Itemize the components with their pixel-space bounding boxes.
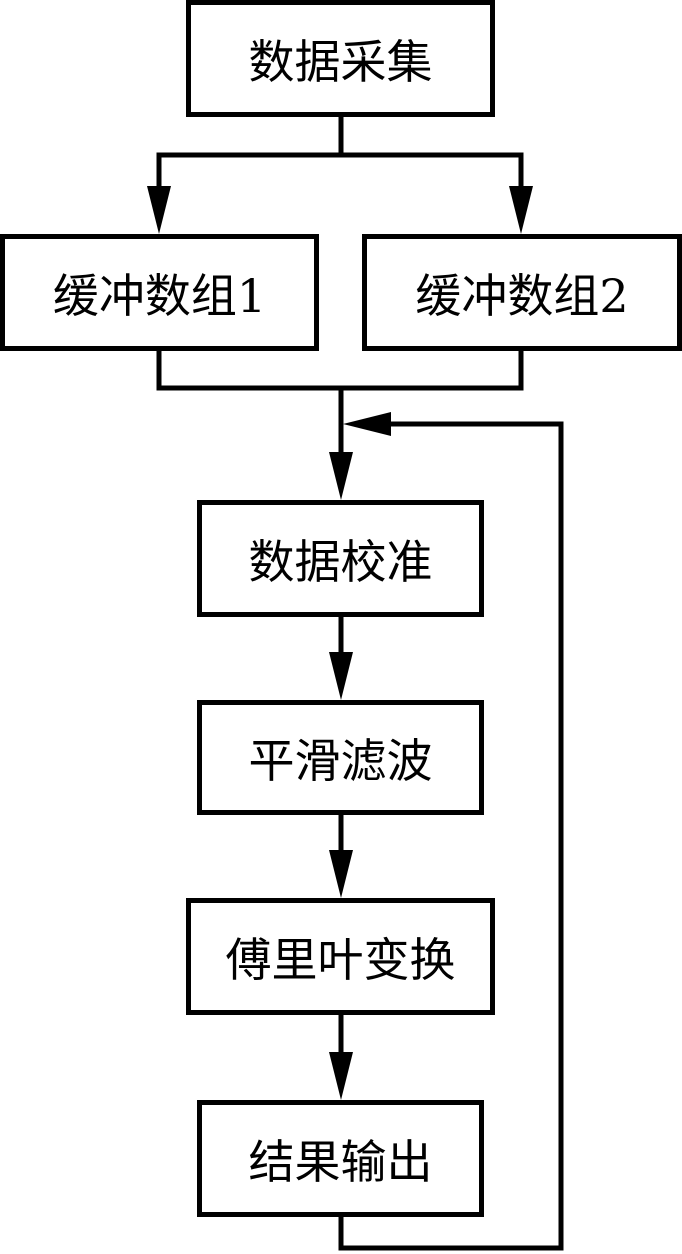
arrowhead-feedback: [343, 412, 391, 436]
edge-feedback-loop: [338, 421, 564, 1251]
arrowhead-fourier: [329, 850, 353, 898]
node-result-output: 结果输出: [197, 1100, 484, 1217]
arrowhead-calibrate: [329, 452, 353, 500]
node-buffer-array-2: 缓冲数组2: [362, 234, 682, 351]
node-data-calibration: 数据校准: [197, 500, 484, 617]
arrowhead-buffer1: [147, 186, 171, 234]
node-data-acquisition: 数据采集: [186, 0, 495, 117]
node-smoothing-filter: 平滑滤波: [197, 700, 484, 815]
node-fourier-transform: 傅里叶变换: [186, 898, 495, 1015]
arrowhead-buffer2: [509, 186, 533, 234]
arrowhead-smooth: [329, 652, 353, 700]
node-buffer-array-1: 缓冲数组1: [0, 234, 319, 351]
arrowhead-output: [329, 1052, 353, 1100]
